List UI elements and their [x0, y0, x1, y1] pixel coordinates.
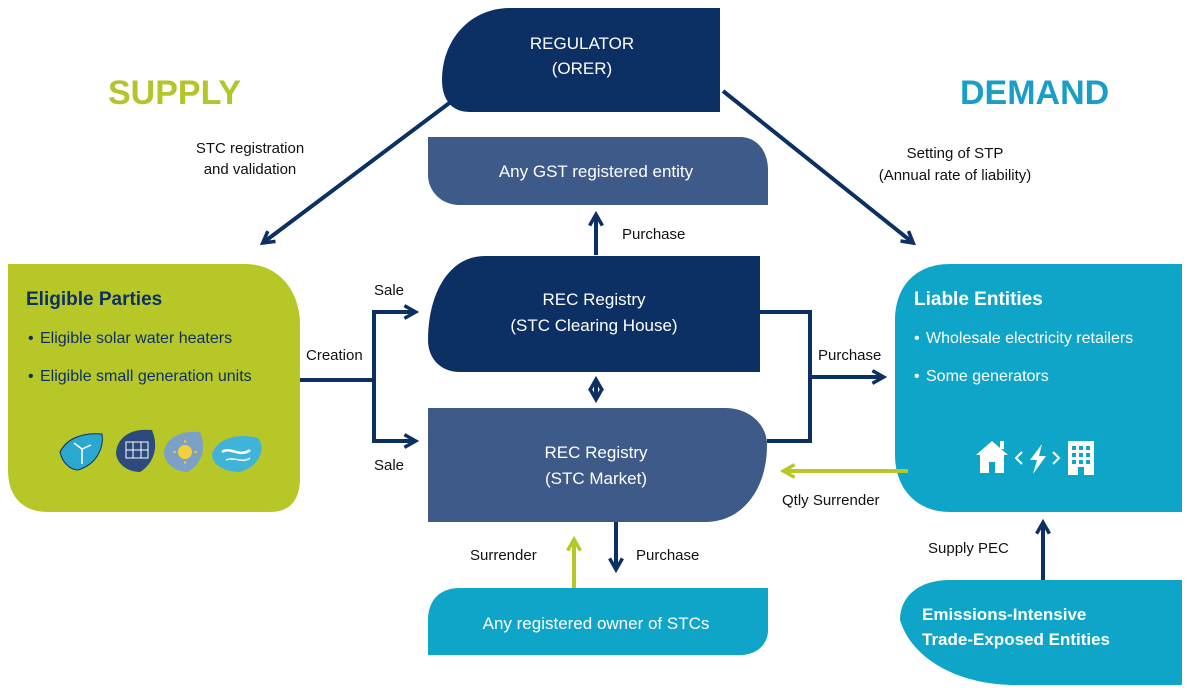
label-supply-pec: Supply PEC [928, 540, 1009, 557]
eite-label-line1: Emissions-Intensive [922, 605, 1086, 624]
liable-entities-title: Liable Entities [914, 289, 1043, 310]
arrow-regulator-to-eligible [264, 93, 462, 242]
stc-market-label-line1: REC Registry [545, 443, 648, 462]
liable-entities-bullet-2: • [914, 368, 920, 385]
liable-entities-shape [895, 264, 1182, 512]
label-setting-stp-1: Setting of STP [907, 145, 1004, 162]
label-sale-top: Sale [374, 282, 404, 299]
sun-icon [164, 431, 204, 472]
stc-market-shape [428, 408, 767, 522]
house-icon [976, 441, 1008, 473]
label-qtly-surrender: Qtly Surrender [782, 492, 880, 509]
stc-market-label-line2: (STC Market) [545, 469, 647, 488]
building-icon [1068, 441, 1094, 475]
gst-entity-shape [428, 137, 768, 205]
electricity-icon [1014, 444, 1061, 474]
eite-shape [900, 580, 1182, 685]
registered-owner-label: Any registered owner of STCs [483, 614, 710, 633]
solar-panel-icon [116, 429, 156, 472]
registered-owner-shape [428, 588, 768, 655]
eligible-parties-item-1: Eligible solar water heaters [40, 330, 232, 347]
regulator-label-line2: (ORER) [552, 59, 612, 78]
clearing-house-shape [428, 256, 760, 372]
liable-entities-item-1: Wholesale electricity retailers [926, 330, 1133, 347]
label-stc-registration-2: and validation [204, 161, 297, 178]
regulator-shape [442, 8, 720, 112]
label-setting-stp-2: (Annual rate of liability) [879, 167, 1032, 184]
label-purchase-top: Purchase [622, 226, 685, 243]
gst-entity-label: Any GST registered entity [499, 162, 694, 181]
supply-heading: SUPPLY [108, 74, 241, 112]
label-creation: Creation [306, 347, 363, 364]
clearing-house-label-line1: REC Registry [543, 290, 646, 309]
liable-entities-item-2: Some generators [926, 368, 1049, 385]
eite-label-line2: Trade-Exposed Entities [922, 630, 1110, 649]
clearing-house-label-line2: (STC Clearing House) [510, 316, 677, 335]
eligible-parties-title: Eligible Parties [26, 289, 162, 310]
demand-heading: DEMAND [960, 74, 1109, 112]
eligible-parties-item-2: Eligible small generation units [40, 368, 252, 385]
liable-entities-bullet-1: • [914, 330, 920, 347]
label-purchase-bottom: Purchase [636, 547, 699, 564]
eligible-parties-bullet-2: • [28, 368, 34, 385]
wind-icon [59, 433, 103, 471]
connector-purchase-bracket [760, 310, 812, 443]
arrow-regulator-to-liable [721, 89, 912, 242]
label-sale-bottom: Sale [374, 457, 404, 474]
label-surrender: Surrender [470, 547, 537, 564]
label-purchase-right: Purchase [818, 347, 881, 364]
regulator-label-line1: REGULATOR [530, 34, 634, 53]
label-stc-registration-1: STC registration [196, 140, 304, 157]
eligible-parties-bullet-1: • [28, 330, 34, 347]
water-icon [212, 435, 262, 472]
